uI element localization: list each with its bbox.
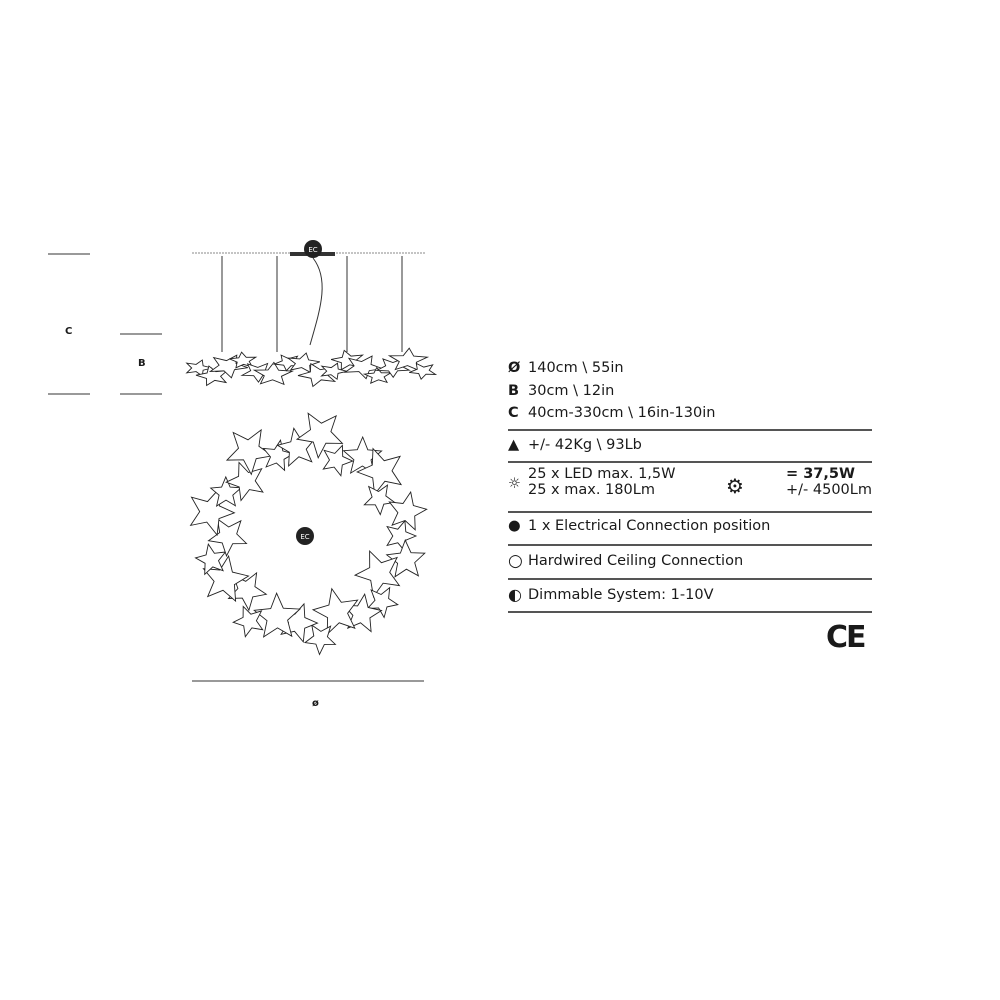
leaf bbox=[225, 461, 264, 502]
divider bbox=[508, 511, 872, 513]
hardwired-icon: ○ bbox=[508, 551, 523, 571]
leaf bbox=[286, 352, 321, 374]
spec-weight: ▲ +/- 42Kg \ 93Lb bbox=[508, 437, 642, 453]
leaf bbox=[207, 518, 248, 558]
spec-electrical: ● 1 x Electrical Connection position bbox=[508, 518, 770, 534]
value: 30cm \ 12in bbox=[528, 383, 615, 399]
divider bbox=[508, 611, 872, 613]
ec-marker-side: EC bbox=[304, 240, 322, 258]
ce-mark: CE bbox=[826, 620, 866, 655]
spec-dimmable: ◐ Dimmable System: 1-10V bbox=[508, 585, 713, 604]
key: B bbox=[508, 383, 520, 399]
leaf bbox=[362, 366, 393, 384]
dimmable-icon: ◐ bbox=[508, 585, 522, 604]
leaf bbox=[194, 542, 227, 576]
leaf bbox=[387, 347, 430, 372]
leaf bbox=[409, 362, 438, 380]
leaf bbox=[320, 362, 348, 381]
ec-icon: ● bbox=[508, 518, 521, 534]
value: Dimmable System: 1-10V bbox=[528, 586, 714, 603]
key: C bbox=[508, 405, 519, 421]
svg-text:EC: EC bbox=[300, 533, 309, 541]
leaf bbox=[303, 624, 337, 656]
led-lumen: 25 x max. 180Lm bbox=[528, 482, 655, 498]
led-power: 25 x LED max. 1,5W bbox=[528, 466, 676, 482]
total-lumen: +/- 4500Lm bbox=[786, 482, 872, 498]
divider bbox=[508, 544, 872, 546]
leaf bbox=[252, 361, 295, 386]
value: 40cm-330cm \ 16in-130in bbox=[528, 405, 716, 421]
spec-hardwired: ○ Hardwired Ceiling Connection bbox=[508, 551, 743, 571]
key: Ø bbox=[508, 360, 521, 376]
divider bbox=[508, 461, 872, 463]
leaf bbox=[232, 605, 264, 638]
spec-diameter: Ø 140cm \ 55in bbox=[508, 360, 624, 376]
leaf bbox=[322, 444, 354, 477]
light-icon: ☼ bbox=[508, 476, 521, 492]
value: Hardwired Ceiling Connection bbox=[528, 553, 744, 569]
top-view-leaves bbox=[189, 412, 428, 656]
leaf bbox=[385, 539, 426, 578]
ec-marker-top: EC bbox=[296, 527, 314, 545]
leaf bbox=[295, 412, 344, 459]
value: +/- 42Kg \ 93Lb bbox=[528, 437, 642, 453]
spec-c: C 40cm-330cm \ 16in-130in bbox=[508, 405, 715, 421]
leaf bbox=[262, 439, 295, 472]
leaf bbox=[253, 592, 302, 638]
total-power: = 37,5W bbox=[786, 466, 855, 482]
dimension-lines bbox=[48, 253, 424, 682]
leaf bbox=[209, 475, 243, 507]
leaf bbox=[366, 586, 399, 619]
suspension-wires bbox=[221, 256, 403, 352]
svg-text:EC: EC bbox=[308, 246, 317, 254]
value: 140cm \ 55in bbox=[528, 360, 624, 376]
dim-label-b: B bbox=[138, 358, 146, 369]
spec-total: = 37,5W +/- 4500Lm bbox=[786, 466, 872, 498]
weight-icon: ▲ bbox=[508, 437, 520, 453]
spec-table: Ø 140cm \ 55in B 30cm \ 12in C 40cm-330cm \… bbox=[508, 0, 872, 640]
side-view-leaves bbox=[185, 347, 438, 388]
value: 1 x Electrical Connection position bbox=[528, 518, 771, 534]
dim-label-c: C bbox=[65, 326, 73, 337]
leaf bbox=[363, 484, 396, 516]
leaf bbox=[208, 354, 248, 379]
led-module-icon: ⚙ bbox=[726, 474, 744, 498]
leaf bbox=[225, 428, 274, 476]
divider bbox=[508, 429, 872, 431]
dim-label-diameter: ø bbox=[312, 698, 319, 709]
leaf bbox=[311, 587, 359, 636]
leaf bbox=[388, 490, 428, 531]
leaf bbox=[356, 447, 403, 496]
divider bbox=[508, 578, 872, 580]
leaf bbox=[202, 554, 250, 603]
spec-b: B 30cm \ 12in bbox=[508, 383, 614, 399]
leaf bbox=[353, 550, 401, 598]
